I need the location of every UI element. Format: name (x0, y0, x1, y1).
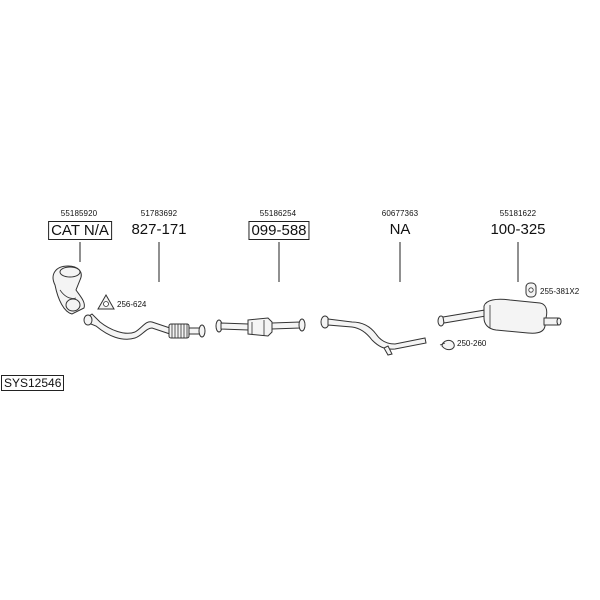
accessory-clamp-code[interactable]: 250-260 (457, 339, 487, 348)
part-1-manifold-drawing[interactable] (52, 265, 85, 315)
part-1-code[interactable]: CAT N/A (48, 221, 112, 240)
accessory-hanger-code[interactable]: 255-381X2 (540, 287, 580, 296)
part-2-code[interactable]: 827-171 (131, 221, 187, 238)
rubber-hanger-icon[interactable] (525, 282, 537, 298)
part-3-code[interactable]: 099-588 (248, 221, 310, 240)
part-5-rear-muffler-drawing[interactable] (437, 298, 562, 334)
part-4-code[interactable]: NA (389, 221, 411, 238)
accessory-gasket-code[interactable]: 256-624 (117, 300, 147, 309)
part-4-middle-pipe-drawing[interactable] (320, 315, 427, 356)
part-3-catalyst-pipe-drawing[interactable] (215, 317, 306, 337)
system-code-label: SYS12546 (1, 375, 65, 391)
part-2-front-pipe-drawing[interactable] (83, 313, 206, 340)
part-2-oem-number: 51783692 (140, 209, 178, 218)
clamp-icon[interactable] (439, 339, 455, 351)
part-5-code[interactable]: 100-325 (490, 221, 546, 238)
triangle-gasket-icon[interactable] (97, 293, 115, 310)
part-4-oem-number: 60677363 (381, 209, 419, 218)
part-1-oem-number: 55185920 (60, 209, 98, 218)
part-3-oem-number: 55186254 (259, 209, 297, 218)
part-5-oem-number: 55181622 (499, 209, 537, 218)
